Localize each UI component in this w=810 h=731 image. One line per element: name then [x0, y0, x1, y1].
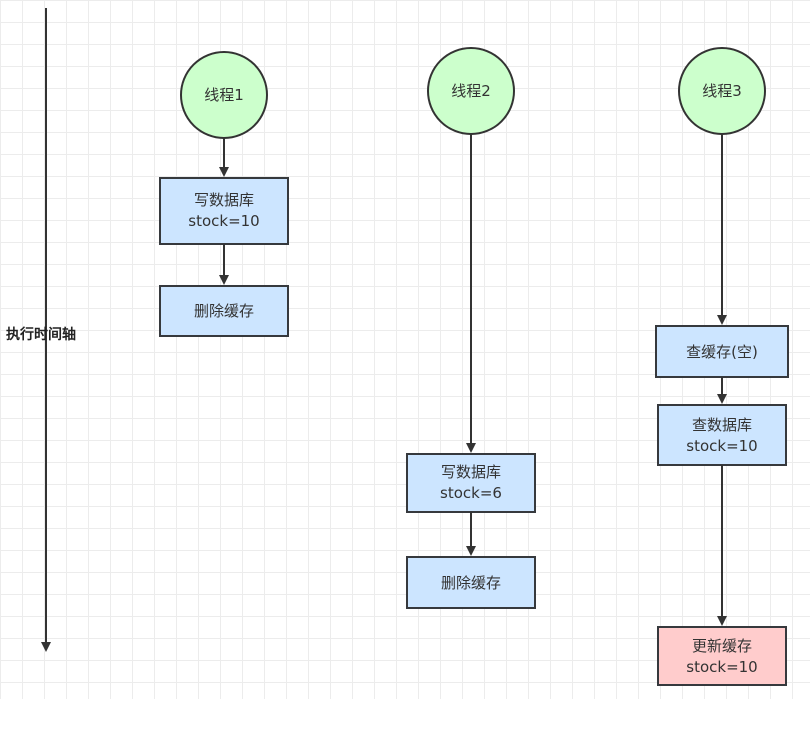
thread-2-label: 线程2 — [451, 82, 491, 100]
thread-1-step-1-line-1: 写数据库 — [194, 191, 254, 209]
thread-3-step-3-line-2: stock=10 — [686, 658, 757, 676]
thread-3-step-2-line-1: 查数据库 — [692, 416, 752, 434]
thread-1-step-2-line-1: 删除缓存 — [194, 302, 254, 320]
thread-2-step-1-line-2: stock=6 — [440, 484, 502, 502]
thread-2-column: 线程2 写数据库 stock=6 删除缓存 — [406, 47, 536, 609]
flow-diagram: 执行时间轴 线程1 写数据库 stock=10 删除缓存 线程2 写数据库 st… — [6, 8, 789, 686]
thread-1-column: 线程1 写数据库 stock=10 删除缓存 — [159, 51, 289, 337]
page-bottom-area — [0, 699, 810, 731]
thread-3-label: 线程3 — [702, 82, 742, 100]
thread-3-column: 线程3 查缓存(空) 查数据库 stock=10 更新缓存 stock=10 — [655, 47, 789, 686]
thread-3-step-1-line-1: 查缓存(空) — [686, 343, 758, 361]
timeline-axis-label: 执行时间轴 — [6, 326, 76, 343]
thread-3-step-1[interactable] — [655, 325, 789, 378]
thread-2-step-1-line-1: 写数据库 — [441, 463, 501, 481]
thread-1-step-1[interactable] — [159, 177, 289, 245]
thread-1-step-1-line-2: stock=10 — [188, 212, 259, 230]
thread-2-step-1[interactable] — [406, 453, 536, 513]
thread-1-step-2[interactable] — [159, 285, 289, 337]
thread-3-step-2-line-2: stock=10 — [686, 437, 757, 455]
thread-3-step-3[interactable] — [657, 626, 787, 686]
thread-3-step-3-line-1: 更新缓存 — [692, 637, 752, 655]
thread-3-step-2[interactable] — [657, 404, 787, 466]
thread-2-step-2-line-1: 删除缓存 — [441, 574, 501, 592]
thread-2-step-2[interactable] — [406, 556, 536, 609]
thread-1-label: 线程1 — [204, 86, 244, 104]
